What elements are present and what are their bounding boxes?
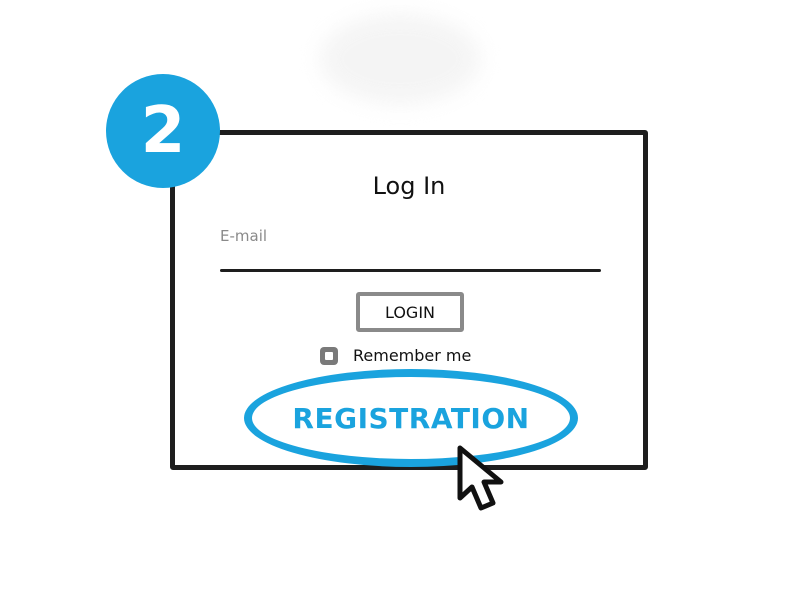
remember-me-checkbox[interactable]	[320, 346, 338, 365]
login-button[interactable]: LOGIN	[356, 292, 464, 332]
remember-me-row: Remember me	[320, 346, 471, 365]
registration-highlight-ellipse	[244, 369, 578, 467]
mouse-pointer-icon	[457, 445, 504, 511]
registration-link[interactable]: REGISTRATION	[292, 401, 530, 435]
step-number-badge: 2	[106, 74, 220, 188]
step-number: 2	[140, 94, 186, 168]
email-field-label: E-mail	[220, 227, 268, 245]
remember-me-label: Remember me	[353, 346, 472, 365]
email-input[interactable]	[220, 269, 601, 272]
background-smudge	[320, 14, 480, 104]
login-title: Log In	[372, 172, 446, 200]
